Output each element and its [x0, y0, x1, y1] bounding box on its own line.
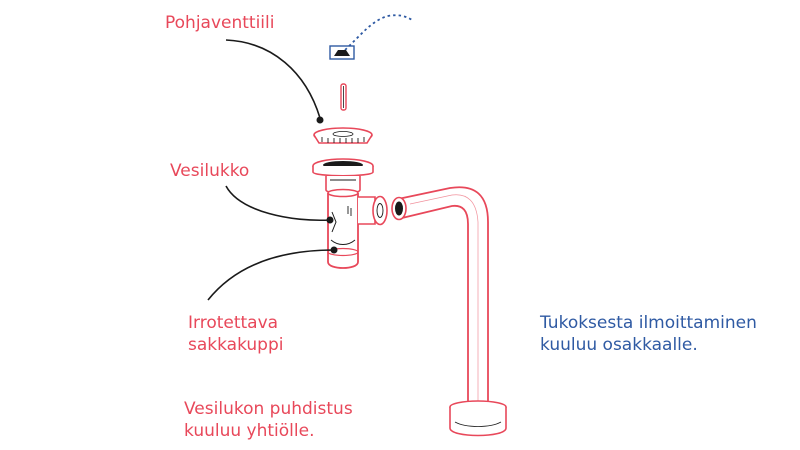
leader-lines	[207, 39, 335, 301]
plug-chain	[329, 14, 413, 60]
water-trap-body	[327, 188, 359, 269]
leader-bottom-valve	[225, 39, 321, 119]
bottom-valve-strainer	[313, 127, 373, 144]
label-cleaning-line1: Vesilukon puhdistus	[184, 399, 353, 419]
label-bottom-valve: Pohjaventtiili	[165, 13, 275, 33]
leader-removable-cup	[207, 249, 335, 301]
label-removable-cup-line1: Irrotettava	[188, 313, 279, 333]
leader-water-trap	[225, 185, 331, 222]
trap-top-flange	[312, 158, 374, 194]
label-cleaning-responsibility: Vesilukon puhdistus kuuluu yhtiölle.	[184, 398, 353, 442]
label-report-line1: Tukoksesta ilmoittaminen	[540, 313, 757, 333]
leader-endpoints	[316, 116, 338, 254]
drain-pipe	[391, 186, 489, 408]
floor-collar	[449, 400, 507, 437]
label-water-trap: Vesilukko	[170, 161, 250, 181]
label-report-line2: kuuluu osakkaalle.	[540, 335, 698, 355]
label-removable-cup: Irrotettava sakkakuppi	[188, 312, 283, 356]
trap-side-outlet	[358, 195, 388, 226]
label-removable-cup-line2: sakkakuppi	[188, 335, 284, 355]
label-cleaning-line2: kuuluu yhtiölle.	[184, 421, 315, 441]
valve-pin	[340, 83, 347, 111]
label-report-responsibility: Tukoksesta ilmoittaminen kuuluu osakkaal…	[540, 312, 757, 356]
